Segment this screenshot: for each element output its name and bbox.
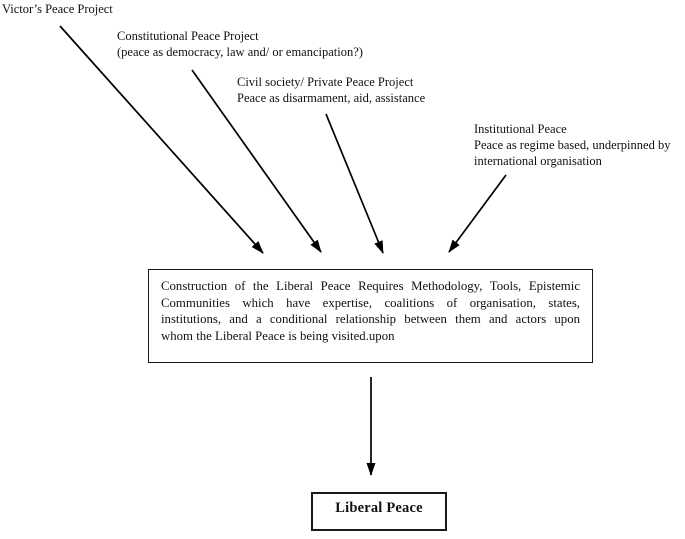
label-constitutional-peace-project: Constitutional Peace Project (peace as d…	[117, 28, 363, 60]
label-line: Peace as disarmament, aid, assistance	[237, 91, 426, 105]
construction-of-liberal-peace-box: Construction of the Liberal Peace Requir…	[148, 269, 593, 363]
construction-box-line: institutions, and a conditional relation…	[161, 312, 580, 326]
arrow-civil-to-construction	[325, 113, 384, 254]
label-line: international organisation	[474, 154, 602, 168]
arrow-institutional-to-construction	[448, 174, 507, 253]
label-civil-society-private-peace-project: Civil society/ Private Peace Project Pea…	[237, 74, 425, 106]
label-line: Civil society/ Private Peace Project	[237, 75, 414, 89]
label-line: (peace as democracy, law and/ or emancip…	[117, 45, 363, 59]
label-line: Constitutional Peace Project	[117, 29, 259, 43]
arrow-constitutional-to-construction	[191, 69, 322, 253]
liberal-peace-label: Liberal Peace	[335, 500, 423, 516]
construction-box-line: Construction of the Liberal Peace Requir…	[161, 279, 580, 293]
liberal-peace-box: Liberal Peace	[311, 492, 447, 531]
label-institutional-peace: Institutional Peace Peace as regime base…	[474, 121, 670, 169]
label-line: Peace as regime based, underpinned by	[474, 138, 671, 152]
construction-box-line: whom the Liberal Peace is being visited.…	[161, 328, 395, 343]
label-line: Institutional Peace	[474, 122, 567, 136]
arrow-victors-to-construction	[59, 25, 264, 254]
label-victors-peace-project: Victor’s Peace Project	[2, 1, 113, 17]
construction-box-line: Communities which have expertise, coalit…	[161, 295, 580, 310]
label-line: Victor’s Peace Project	[2, 2, 113, 16]
